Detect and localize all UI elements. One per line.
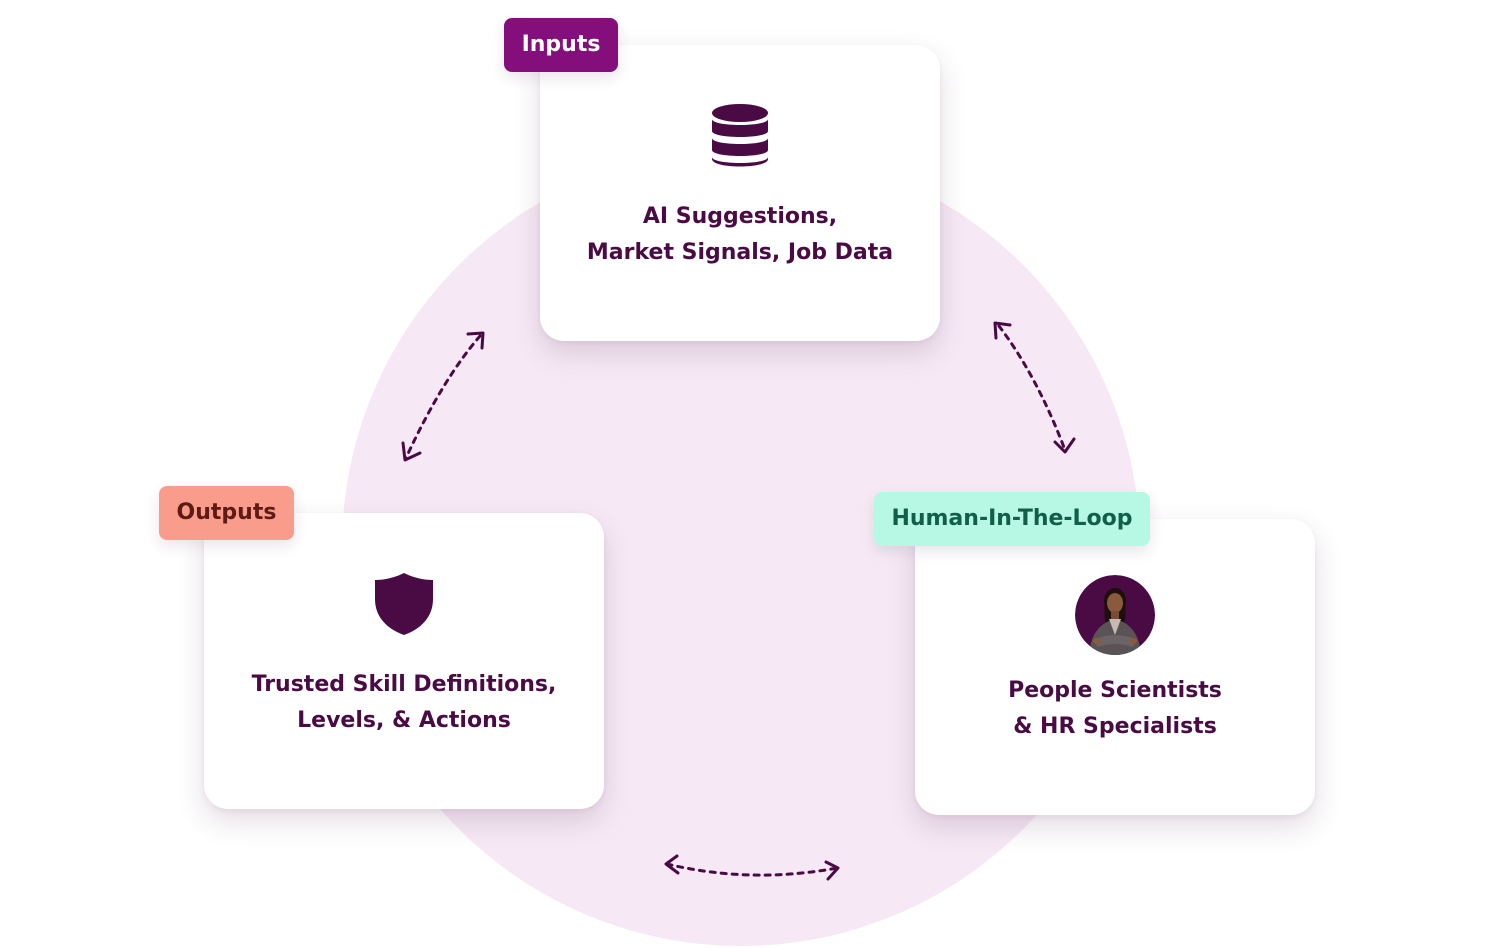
human-in-the-loop-description: People Scientists & HR Specialists [915,673,1315,745]
person-avatar [1075,575,1155,655]
inputs-hitl-connector [993,321,1076,454]
human-in-the-loop-tag: Human-In-The-Loop [874,492,1150,546]
inputs-line-2: Market Signals, Job Data [586,240,894,265]
shield-icon [375,573,433,635]
inputs-tag: Inputs [504,18,618,72]
outputs-line-1: Trusted Skill Definitions, [251,672,557,697]
outputs-line-2: Levels, & Actions [297,708,511,733]
hitl-line-1: People Scientists [1008,678,1222,703]
outputs-hitl-connector [664,854,840,881]
outputs-tag: Outputs [159,486,294,540]
database-icon [712,104,768,167]
outputs-description: Trusted Skill Definitions, Levels, & Act… [204,667,604,739]
human-in-the-loop-card: People Scientists & HR Specialists [915,519,1315,815]
hitl-line-2: & HR Specialists [1013,714,1217,739]
outputs-card: Trusted Skill Definitions, Levels, & Act… [204,513,604,809]
inputs-line-1: AI Suggestions, [642,204,838,229]
inputs-card: AI Suggestions, Market Signals, Job Data [540,45,940,341]
inputs-outputs-connector [401,331,485,462]
inputs-description: AI Suggestions, Market Signals, Job Data [540,199,940,271]
